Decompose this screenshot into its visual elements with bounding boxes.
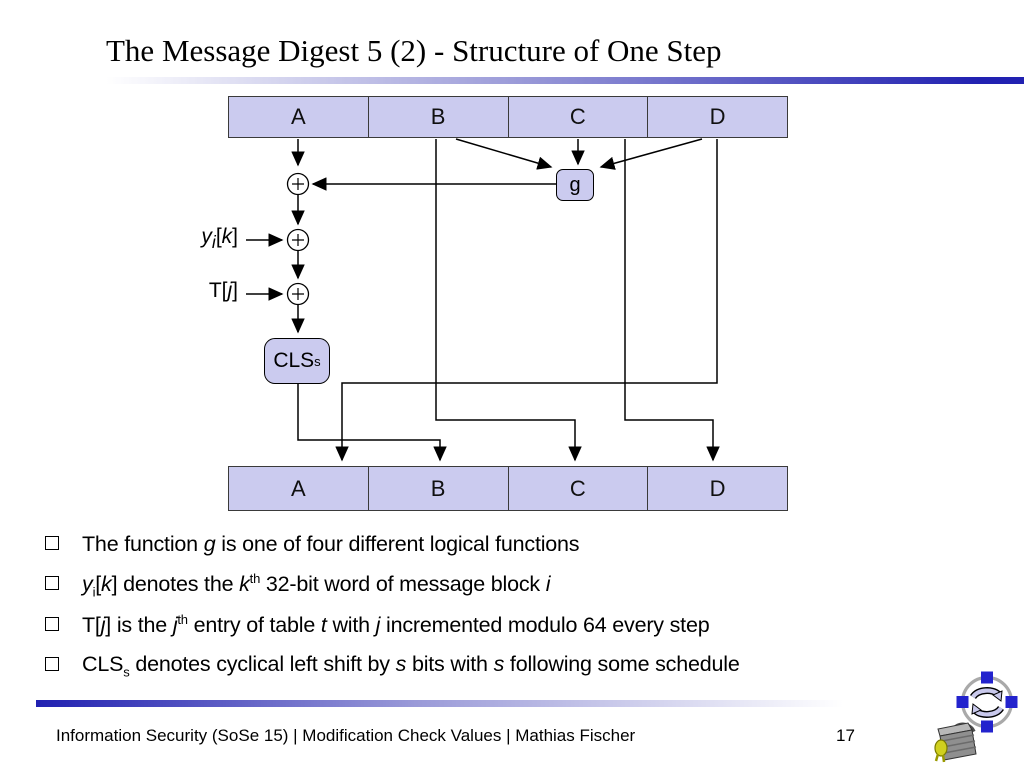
arrow-d-to-g [599,138,703,170]
slide-title: The Message Digest 5 (2) - Structure of … [106,33,722,68]
register-top-b: B [369,97,509,137]
register-top-a: A [229,97,369,137]
square-bullet-icon [45,576,59,591]
bullet-text: CLSs denotes cyclical left shift by s bi… [82,652,740,680]
bullet-item: yi[k] denotes the kth 32-bit word of mes… [45,565,1005,606]
footer-text: Information Security (SoSe 15) | Modific… [56,726,636,745]
register-top-d: D [709,104,726,129]
bullet-item: CLSs denotes cyclical left shift by s bi… [45,646,1005,687]
g-function-box: g [556,169,594,201]
key-teeth [934,753,946,763]
bullet-text: T[j] is the jth entry of table t with j … [82,612,710,638]
register-row-bottom: A B C D [228,466,788,511]
diagram-connectors [246,138,720,462]
page-number: 17 [836,726,855,745]
register-bottom-b: B [369,467,509,510]
plus-icon [292,234,304,246]
cycle-arrows-icon [970,687,1004,718]
bullet-item: The function g is one of four different … [45,524,1005,565]
md5-step-diagram [246,138,720,462]
register-bottom-c: C [509,467,649,510]
bullet-text: yi[k] denotes the kth 32-bit word of mes… [82,570,551,599]
logo-blue-squares [956,671,1018,733]
key-icon [934,739,948,757]
register-top-c: C [509,97,649,137]
square-bullet-icon [45,535,59,550]
route-d-to-bottom-a [335,139,718,462]
title-underline-bar [106,77,1024,84]
bullet-item: T[j] is the jth entry of table t with j … [45,605,1005,646]
route-cls-to-bottom-b [297,384,447,462]
register-bottom-a: A [229,467,369,510]
register-bottom-d: D [709,475,726,501]
adder-3 [286,282,310,306]
bullet-text: The function g is one of four different … [82,531,580,556]
square-bullet-icon [45,616,59,631]
footer-rule-bar [36,700,986,707]
y-input-label: yi[k] [201,225,238,253]
adder-2 [286,228,310,252]
arrow-b-to-g [455,138,553,170]
plus-icon [292,288,304,300]
t-input-label: T[j] [208,279,238,302]
plus-icon [292,178,304,190]
square-bullet-icon [45,657,59,672]
logo-circle [960,675,1014,729]
register-row-top: A B C D [228,96,788,138]
route-b-to-bottom-c [435,139,582,462]
route-c-to-bottom-d [624,139,720,462]
security-logo [934,671,1018,763]
bullet-list: The function g is one of four different … [45,524,1005,686]
adder-1 [286,172,310,196]
padlock-icon [934,722,977,763]
